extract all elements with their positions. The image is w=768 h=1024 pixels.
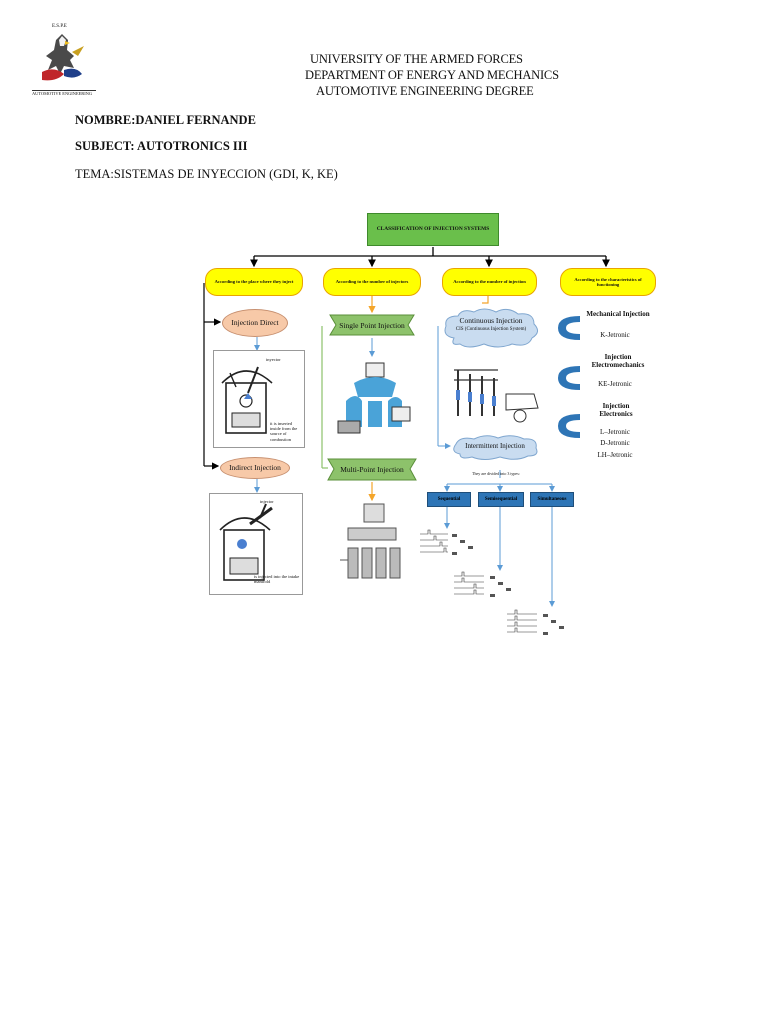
electromech-injection-item: KE-Jetronic xyxy=(598,380,632,388)
logo-caption-top: E.S.P.E xyxy=(52,24,67,29)
eagle-mascot-icon xyxy=(42,34,84,81)
throttle-body-icon xyxy=(337,362,411,434)
indirect-injection-node: Indirect Injection xyxy=(220,457,290,479)
curved-arrow-icon xyxy=(558,414,580,438)
sequential-timing-diagram xyxy=(420,529,473,555)
category-place: According to the place where they inject xyxy=(205,268,303,296)
header-university: UNIVERSITY OF THE ARMED FORCES xyxy=(310,52,523,66)
continuous-injection-sub: CIS (Continuous Injection System) xyxy=(455,327,527,332)
direct-injector-label: inyector xyxy=(266,357,281,362)
university-logo: E.S.P.E AUTOMOTIVE ENGINEERING xyxy=(32,22,96,100)
direct-injection-note: it is inserted inside from the source of… xyxy=(270,421,298,442)
header-department: DEPARTMENT OF ENERGY AND MECHANICS xyxy=(305,68,559,82)
fuel-distributor-icon xyxy=(454,369,539,423)
sequential-box: Sequential xyxy=(427,492,471,507)
subject: SUBJECT: AUTOTRONICS III xyxy=(75,139,248,153)
multi-point-ribbon-icon xyxy=(327,458,417,481)
indirect-injection-image: injector is injected into the intake man… xyxy=(209,493,303,595)
electronic-item-lh: LH–Jetronic xyxy=(597,451,633,459)
electronic-injection-title: Injection Electronics xyxy=(599,402,633,419)
continuous-injection-cloud: Continuous Injection CIS (Continuous Inj… xyxy=(440,306,542,348)
topic: TEMA:SISTEMAS DE INYECCION (GDI, K, KE) xyxy=(75,167,338,181)
subdivision-caption: They are divided into 3 types: xyxy=(472,471,520,476)
header-degree: AUTOMOTIVE ENGINEERING DEGREE xyxy=(316,84,534,98)
single-point-node: Single Point Injection xyxy=(328,313,416,337)
continuous-injection-title: Continuous Injection xyxy=(459,316,523,325)
electromech-injection-title: Injection Electromechanics xyxy=(591,353,645,370)
curved-arrow-icon xyxy=(558,316,580,340)
simultaneous-timing-diagram xyxy=(507,609,564,635)
student-name: NOMBRE:DANIEL FERNANDE xyxy=(75,113,256,127)
electronic-item-l: L–Jetronic xyxy=(600,428,630,436)
category-injection: According to the number of injection xyxy=(442,268,537,296)
multi-injector-manifold-icon xyxy=(340,503,401,579)
simultaneous-box: Simultaneous xyxy=(530,492,574,507)
multi-point-image xyxy=(334,500,406,592)
indirect-injection-note: is injected into the intake manifold xyxy=(254,574,300,585)
electronic-item-d: D-Jetronic xyxy=(600,439,630,447)
semisequential-timing-diagram xyxy=(454,571,511,597)
logo-caption-bottom: AUTOMOTIVE ENGINEERING xyxy=(32,90,96,96)
indirect-injector-label: injector xyxy=(260,499,274,504)
direct-injection-node: Injection Direct xyxy=(222,309,288,337)
mechanical-injection-title: Mechanical Injection xyxy=(586,310,650,318)
intermittent-injection-cloud: Intermittent Injection xyxy=(450,434,540,460)
intermittent-injection-title: Intermittent Injection xyxy=(465,442,525,450)
multi-point-node: Multi-Point Injection xyxy=(326,457,418,482)
single-point-ribbon-icon xyxy=(329,314,415,336)
direct-injection-image: inyector it is inserted inside from the … xyxy=(213,350,305,448)
single-point-image xyxy=(332,357,414,439)
intake-manifold-icon xyxy=(219,503,273,581)
continuous-injection-image xyxy=(446,350,546,428)
semisequential-box: Semisequential xyxy=(478,492,524,507)
curved-arrow-icon xyxy=(558,366,580,390)
root-classification-box: CLASSIFICATION OF INJECTION SYSTEMS xyxy=(367,213,499,246)
cloud-icon xyxy=(444,308,538,348)
cloud-icon xyxy=(453,435,538,460)
category-functioning: According to the characteristics of func… xyxy=(560,268,656,296)
mechanical-injection-item: K-Jetronic xyxy=(600,331,630,339)
category-injectors: According to the number of injectors xyxy=(323,268,421,296)
engine-cylinder-icon xyxy=(221,366,273,434)
